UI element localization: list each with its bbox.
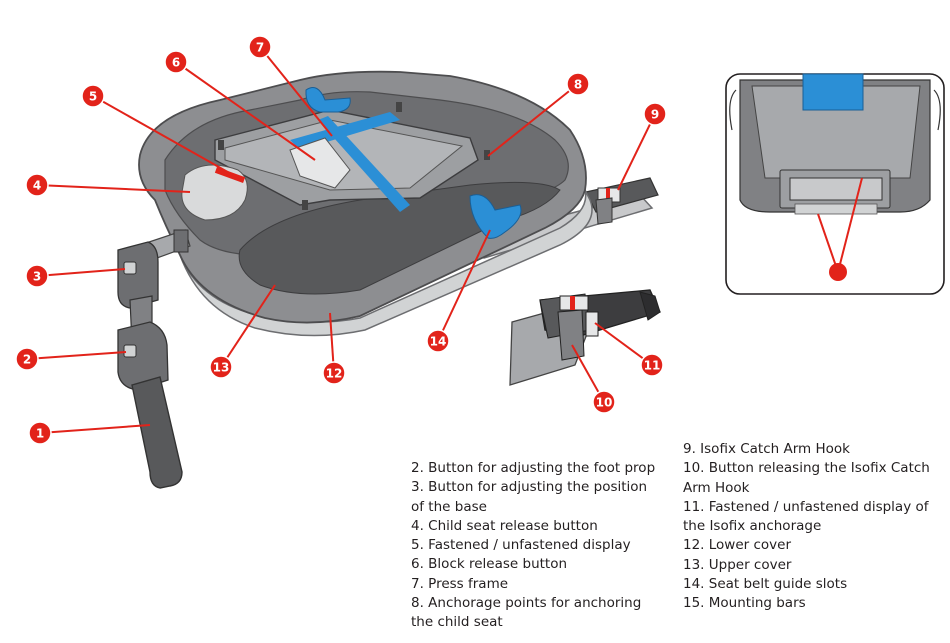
callout-badge-9: [643, 102, 667, 126]
callout-badge-14: [426, 329, 450, 353]
callout-number-14: 14: [430, 335, 447, 349]
legend-item: 14. Seat belt guide slots: [683, 576, 848, 593]
seat-base-illustration: [117, 70, 659, 489]
child-seat-release-button: [181, 164, 248, 221]
fastened-display: [214, 167, 246, 183]
callout-number-13: 13: [213, 361, 230, 375]
legend-item: 5. Fastened / unfastened display: [411, 537, 631, 554]
callout-number-7: 7: [256, 41, 264, 55]
callout-badge-2: [15, 347, 39, 371]
legend-item: 4. Child seat release button: [411, 517, 598, 534]
callout-number-11: 11: [644, 359, 661, 373]
seat-belt-guide-slots: [305, 87, 522, 239]
legend-item: 11. Fastened / unfastened display of the…: [683, 498, 929, 535]
callout-number-5: 5: [89, 90, 97, 104]
callout-badge-12: [322, 361, 346, 385]
legend-item: 6. Block release button: [411, 556, 568, 573]
inset-detail: [725, 73, 945, 295]
isofix-connector: [585, 177, 659, 225]
callout-badge-6: [164, 50, 188, 74]
callout-badge-13: [209, 355, 233, 379]
callout-number-1: 1: [36, 427, 44, 441]
isofix-closeup: [509, 289, 661, 386]
callout-badge-1: [28, 421, 52, 445]
legend-item: 3. Button for adjusting the position of …: [411, 479, 648, 515]
callout-badge-3: [25, 264, 49, 288]
callout-badge-7: [248, 35, 272, 59]
foot-prop: [117, 229, 191, 489]
callout-badge-8: [566, 72, 590, 96]
callout-badge-4: [25, 173, 49, 197]
foot-prop-button: [123, 344, 137, 358]
legend-item: 7. Press frame: [411, 575, 509, 592]
anchorage-points: [218, 102, 490, 210]
block-release-button: [289, 137, 351, 189]
isofix-release-button: [557, 309, 585, 361]
callout-badge-11: [640, 353, 664, 377]
leader-lines: [26, 46, 656, 434]
callout-number-8: 8: [574, 78, 582, 92]
callout-number-9: 9: [651, 108, 659, 122]
legend-item: 10. Button releasing the Isofix Catch Ar…: [683, 460, 930, 496]
callout-number-3: 3: [33, 270, 41, 284]
callout-number-6: 6: [172, 56, 180, 70]
legend-item: 2. Button for adjusting the foot prop: [411, 460, 656, 476]
legend-right-column: 9. Isofix Catch Arm Hook 10. Button relea…: [683, 440, 945, 614]
legend-item: 15. Mounting bars: [683, 595, 806, 612]
callout-number-10: 10: [596, 396, 613, 410]
callout-badge-5: [81, 84, 105, 108]
legend-item: 12. Lower cover: [683, 537, 792, 554]
callout-number-4: 4: [33, 179, 41, 193]
legend-item: 8. Anchorage points for anchoring the ch…: [411, 595, 642, 631]
legend-left-column: 2. Button for adjusting the foot prop 3. …: [411, 459, 661, 633]
legend-item: 13. Upper cover: [683, 556, 792, 573]
callout-number-2: 2: [23, 353, 31, 367]
callout-badge-10: [592, 390, 616, 414]
legend-item: 9. Isofix Catch Arm Hook: [683, 441, 850, 457]
inset-indicator-dot: [829, 263, 847, 281]
base-position-button: [123, 261, 137, 275]
callout-number-12: 12: [326, 367, 343, 381]
